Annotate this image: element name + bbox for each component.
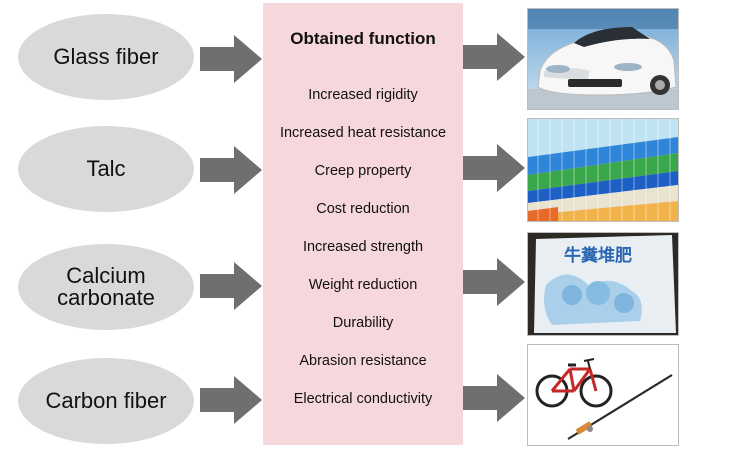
panel-title: Obtained function	[290, 29, 436, 48]
sports-car-photo	[527, 8, 679, 110]
material-label: Carbon fiber	[45, 388, 167, 413]
function-item: Abrasion resistance	[299, 353, 427, 369]
fertilizer-bag-photo: 牛糞堆肥	[527, 232, 679, 336]
function-item: Weight reduction	[308, 277, 418, 293]
corrugated-plastic-sheets-photo	[527, 118, 679, 222]
obtained-function-panel: Obtained function Increased rigidity Inc…	[263, 3, 463, 445]
function-item: Durability	[332, 315, 394, 331]
material-carbon-fiber: Carbon fiber	[18, 358, 194, 444]
function-item: Increased strength	[302, 239, 424, 255]
arrow-right-icon	[200, 376, 262, 424]
material-talc: Talc	[18, 126, 194, 212]
function-item: Increased heat resistance	[279, 125, 447, 141]
function-item: Creep property	[314, 163, 412, 179]
arrow-right-icon	[463, 33, 525, 81]
material-label: Glass fiber	[53, 44, 159, 69]
arrow-right-icon	[200, 262, 262, 310]
bag-label: 牛糞堆肥	[564, 245, 632, 266]
function-item: Increased rigidity	[308, 87, 418, 103]
material-label: Talc	[86, 156, 126, 181]
arrow-right-icon	[200, 146, 262, 194]
arrow-right-icon	[200, 35, 262, 83]
material-glass-fiber: Glass fiber	[18, 14, 194, 100]
material-calcium-carbonate: Calcium carbonate	[18, 244, 194, 330]
function-item: Cost reduction	[316, 201, 410, 217]
function-item: Electrical conductivity	[293, 391, 433, 407]
material-label: Calcium carbonate	[57, 263, 155, 310]
arrow-right-icon	[463, 374, 525, 422]
arrow-right-icon	[463, 258, 525, 306]
arrow-right-icon	[463, 144, 525, 192]
bicycle-and-fishing-rod-photo	[527, 344, 679, 446]
